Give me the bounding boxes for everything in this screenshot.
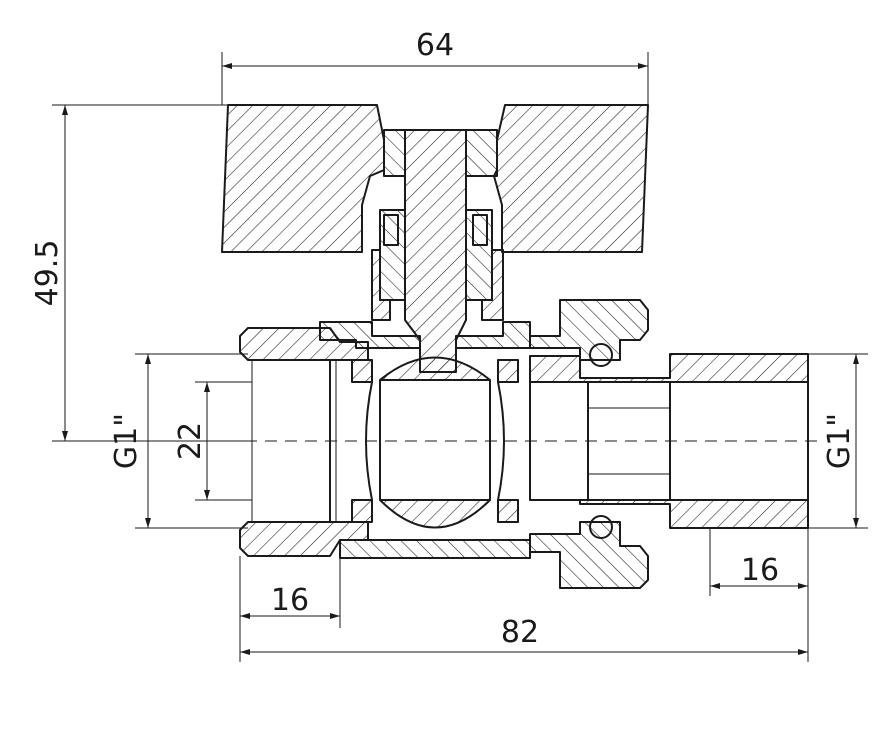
dim-text-right-thread-length: 16 <box>741 553 779 588</box>
dimension-overall-length: 82 <box>240 615 808 655</box>
dim-text-right-thread: G1" <box>822 413 857 469</box>
dimension-overall-height: 49.5 <box>30 104 248 442</box>
dimension-right-thread: G1" <box>808 353 868 529</box>
dim-text-bore: 22 <box>173 422 208 460</box>
valve-body-left <box>239 327 369 557</box>
dim-text-overall-height: 49.5 <box>30 240 65 307</box>
dim-text-left-thread-length: 16 <box>271 583 309 618</box>
dimension-right-thread-length: 16 <box>709 528 809 662</box>
dimension-left-thread: G1" <box>109 353 248 529</box>
dim-text-overall-width: 64 <box>416 28 454 63</box>
valve-stem <box>371 129 504 373</box>
dim-text-left-thread: G1" <box>109 413 144 469</box>
valve-ball <box>365 356 505 529</box>
dimension-bore: 22 <box>173 381 252 501</box>
valve-body-center <box>319 321 531 559</box>
union-nut <box>529 299 649 589</box>
dim-text-overall-length: 82 <box>501 615 539 650</box>
dimension-overall-width: 64 <box>221 28 649 105</box>
butterfly-handle <box>221 104 649 253</box>
dimension-left-thread-length: 16 <box>239 540 341 662</box>
